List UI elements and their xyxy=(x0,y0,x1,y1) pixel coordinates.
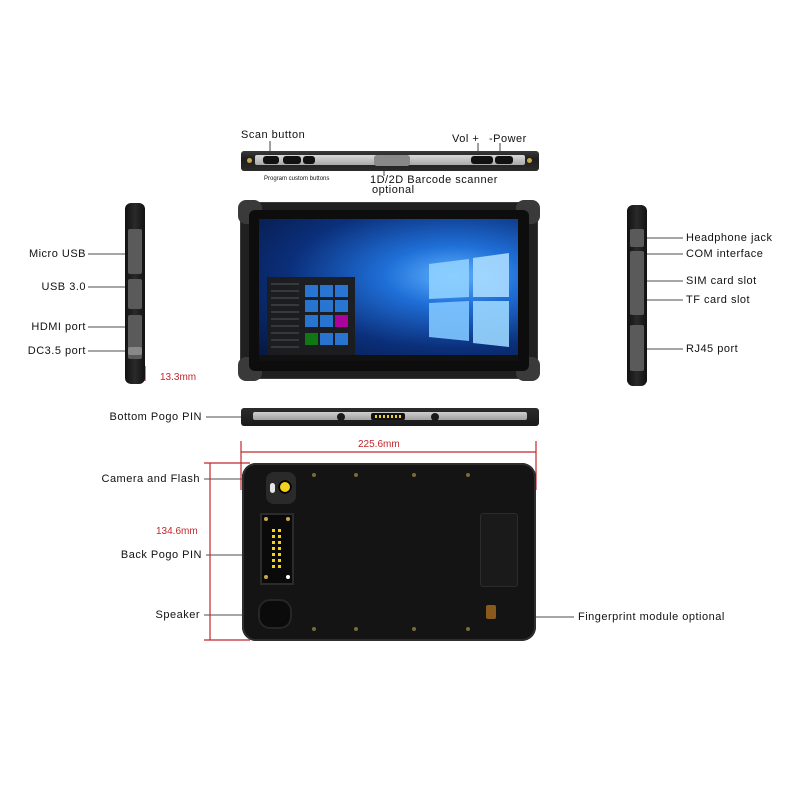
label-rj45-port: RJ45 port xyxy=(686,343,739,355)
program-custom-button-1[interactable] xyxy=(283,156,301,164)
dc35-port xyxy=(128,347,142,355)
top-screw-left xyxy=(247,158,252,163)
back-pogo-pin xyxy=(260,513,294,585)
dim-width: 225.6mm xyxy=(358,439,400,450)
label-program-custom-buttons: Program custom buttons xyxy=(264,176,330,182)
start-tile-6[interactable] xyxy=(335,300,348,312)
label-barcode-optional: optional xyxy=(372,184,415,196)
start-tile-9[interactable] xyxy=(335,315,348,327)
back-screw-5 xyxy=(312,627,316,631)
battery-cover xyxy=(480,513,518,587)
back-screw-6 xyxy=(354,627,358,631)
label-scan-button: Scan button xyxy=(241,129,306,141)
label-hdmi-port: HDMI port xyxy=(31,321,86,333)
start-tile-12[interactable] xyxy=(335,333,348,345)
screen-bezel xyxy=(249,210,529,371)
tablet-top-edge xyxy=(241,151,539,171)
back-screw-8 xyxy=(466,627,470,631)
windows-logo-icon xyxy=(429,253,509,347)
tablet-left-side xyxy=(125,203,145,384)
label-micro-usb: Micro USB xyxy=(28,248,86,260)
tablet-right-side xyxy=(627,205,647,386)
rj45-port xyxy=(630,325,644,371)
bottom-pogo-pin xyxy=(371,413,405,420)
flash-led xyxy=(270,483,275,493)
label-camera-and-flash: Camera and Flash xyxy=(101,473,200,485)
start-tile-5[interactable] xyxy=(320,300,333,312)
barcode-scanner-window xyxy=(374,155,410,166)
back-screw-2 xyxy=(354,473,358,477)
start-tile-10[interactable] xyxy=(305,333,318,345)
dim-thickness: 13.3mm xyxy=(160,372,197,383)
start-app-list xyxy=(271,283,299,349)
back-screw-3 xyxy=(412,473,416,477)
micro-usb-port xyxy=(128,229,142,274)
bottom-screw-2 xyxy=(431,413,439,421)
volume-button[interactable] xyxy=(471,156,493,164)
start-tile-3[interactable] xyxy=(335,285,348,297)
dim-height: 134.6mm xyxy=(156,526,198,537)
camera-lens-icon xyxy=(278,480,292,494)
start-tile-2[interactable] xyxy=(320,285,333,297)
back-screw-4 xyxy=(466,473,470,477)
program-custom-button-2[interactable] xyxy=(303,156,315,164)
start-tile-4[interactable] xyxy=(305,300,318,312)
label-tf-card-slot: TF card slot xyxy=(686,294,751,306)
speaker xyxy=(258,599,292,629)
label-dc35-port: DC3.5 port xyxy=(27,345,86,357)
label-com-interface: COM interface xyxy=(686,248,764,260)
camera-module xyxy=(266,472,296,504)
start-tile-8[interactable] xyxy=(320,315,333,327)
tablet-bottom-edge xyxy=(241,408,539,426)
start-tile-11[interactable] xyxy=(320,333,333,345)
tablet-front xyxy=(238,200,540,381)
label-usb3: USB 3.0 xyxy=(41,281,86,293)
label-headphone-jack: Headphone jack xyxy=(686,232,773,244)
label-sim-card-slot: SIM card slot xyxy=(686,275,757,287)
label-back-pogo-pin: Back Pogo PIN xyxy=(120,549,202,561)
taskbar[interactable] xyxy=(259,355,518,361)
back-screw-1 xyxy=(312,473,316,477)
windows-desktop-screen xyxy=(259,219,518,361)
label-power: -Power xyxy=(489,133,527,145)
start-tile-1[interactable] xyxy=(305,285,318,297)
usb3-port xyxy=(128,279,142,309)
bottom-screw-1 xyxy=(337,413,345,421)
back-screw-7 xyxy=(412,627,416,631)
label-vol: Vol + xyxy=(452,133,480,145)
fingerprint-module xyxy=(486,605,496,619)
tablet-back xyxy=(242,463,536,641)
label-barcode-scanner: 1D/2D Barcode scanner xyxy=(370,174,498,186)
top-screw-right xyxy=(527,158,532,163)
power-button[interactable] xyxy=(495,156,513,164)
label-speaker: Speaker xyxy=(155,609,200,621)
headphone-jack xyxy=(630,229,644,247)
scan-button[interactable] xyxy=(263,156,279,164)
start-menu[interactable] xyxy=(267,277,355,357)
start-tile-7[interactable] xyxy=(305,315,318,327)
label-bottom-pogo-pin: Bottom Pogo PIN xyxy=(109,411,202,423)
sim-tf-slot-cover xyxy=(630,265,644,315)
label-fingerprint-module: Fingerprint module optional xyxy=(578,611,725,623)
